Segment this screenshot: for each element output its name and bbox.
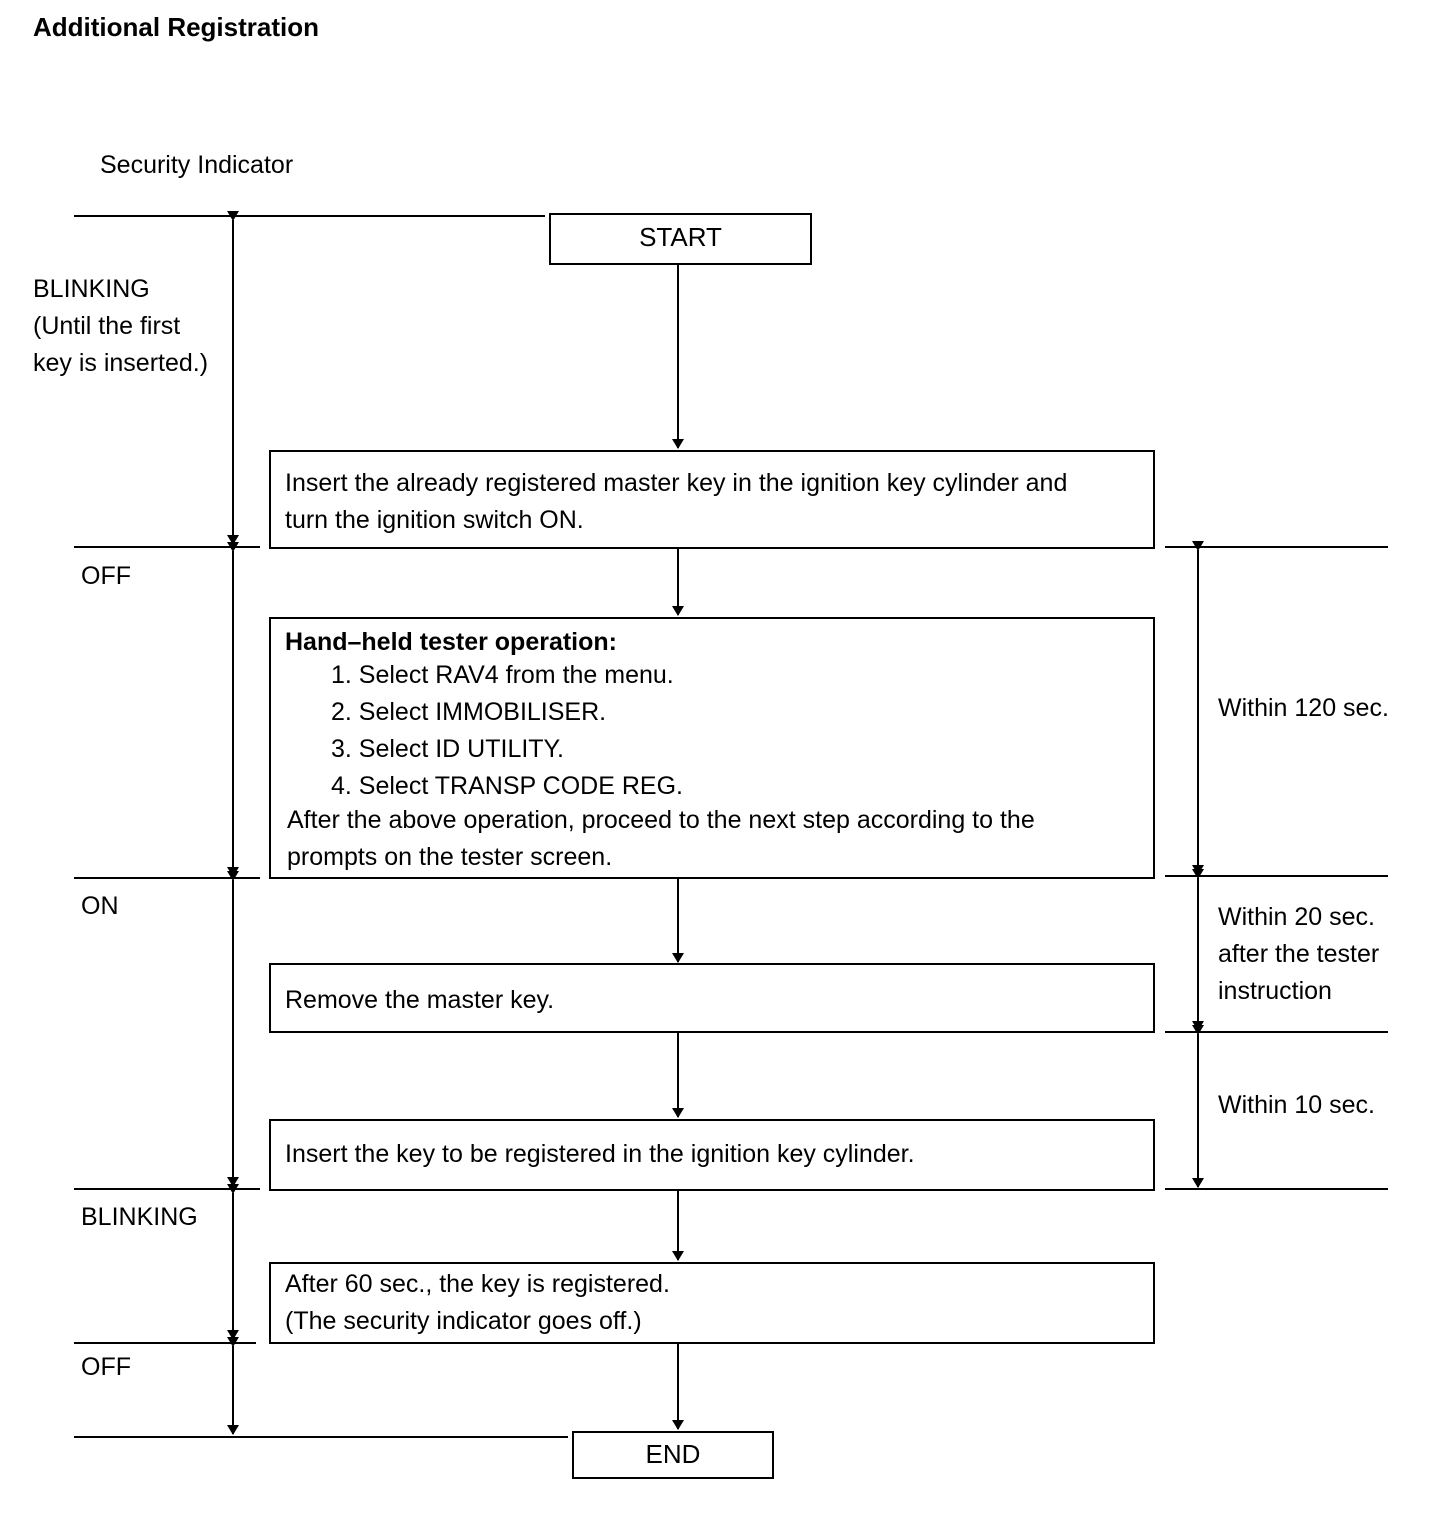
step-tester-operation: Hand–held tester operation: 1. Select RA…	[269, 617, 1155, 879]
step2-heading: Hand–held tester operation:	[285, 628, 617, 656]
state-blinking-first: BLINKING (Until the first key is inserte…	[33, 275, 209, 377]
step2-item-4: 4. Select TRANSP CODE REG.	[331, 772, 683, 800]
step2-after: After the above operation, proceed to th…	[287, 806, 1035, 871]
end-label: END	[645, 1439, 701, 1469]
step-insert-new-key: Insert the key to be registered in the i…	[269, 1119, 1155, 1191]
state-blinking-2: BLINKING	[81, 1203, 198, 1231]
start-box: START	[549, 213, 812, 265]
step4-text: Insert the key to be registered in the i…	[285, 1140, 915, 1168]
timing-20: Within 20 sec. after the tester instruct…	[1218, 903, 1380, 1005]
end-box: END	[572, 1431, 774, 1479]
state-off-1: OFF	[81, 562, 131, 590]
step-insert-master-key: Insert the already registered master key…	[269, 450, 1155, 549]
step5-text: After 60 sec., the key is registered. (T…	[285, 1270, 670, 1335]
start-label: START	[639, 222, 722, 252]
step2-item-1: 1. Select RAV4 from the menu.	[331, 661, 674, 689]
timing-120: Within 120 sec.	[1218, 694, 1389, 722]
step-remove-master-key: Remove the master key.	[269, 963, 1155, 1033]
step3-text: Remove the master key.	[285, 986, 555, 1014]
step1-text: Insert the already registered master key…	[285, 469, 1068, 534]
indicator-header: Security Indicator	[100, 151, 294, 179]
state-on: ON	[81, 892, 119, 920]
page-title: Additional Registration	[33, 12, 319, 42]
step2-item-3: 3. Select ID UTILITY.	[331, 735, 564, 763]
step2-item-2: 2. Select IMMOBILISER.	[331, 698, 607, 726]
step-key-registered: After 60 sec., the key is registered. (T…	[269, 1262, 1155, 1344]
timing-10: Within 10 sec.	[1218, 1091, 1376, 1119]
state-off-2: OFF	[81, 1353, 131, 1381]
